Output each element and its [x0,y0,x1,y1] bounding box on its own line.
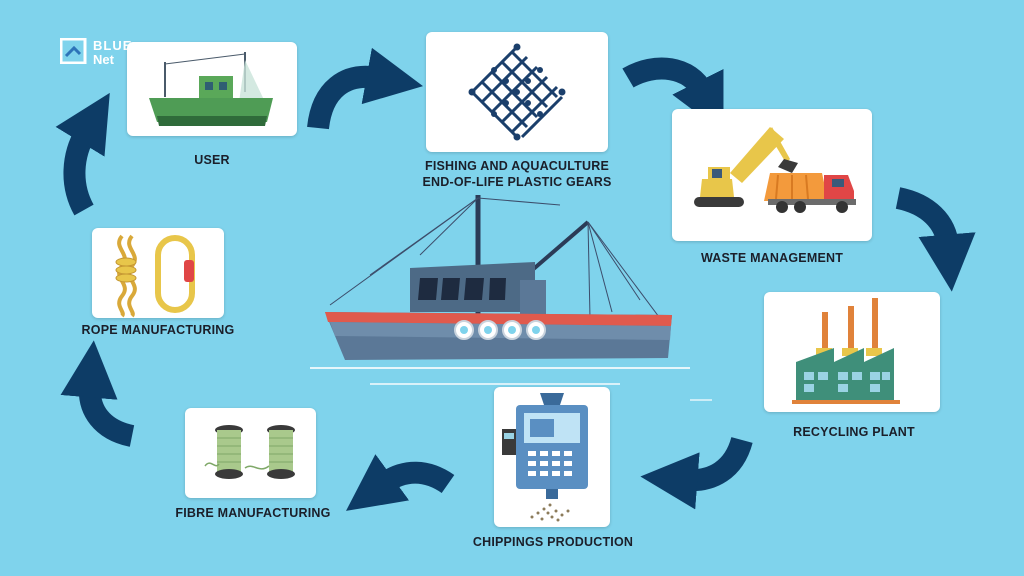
rope-carabiner-icon [115,234,195,318]
label-user: USER [194,153,230,167]
card-chippings-production [494,387,610,527]
label-fishing-line2: END-OF-LIFE PLASTIC GEARS [422,175,612,189]
fishing-net-icon [468,43,566,141]
arrow-user-to-fishing [307,47,424,130]
arrow-recycling-to-chippings [640,436,753,510]
label-rope-manufacturing: ROPE MANUFACTURING [81,323,235,337]
logo-icon [59,37,87,65]
shredder-machine-icon [502,393,588,522]
card-user [127,42,297,136]
card-rope-manufacturing [92,228,224,318]
card-waste-management [672,109,872,241]
label-recycling-plant: RECYCLING PLANT [793,425,915,439]
cycle-arrows [55,47,976,511]
fishing-boat-icon [149,52,273,126]
factory-icon [792,298,900,404]
label-fibre-manufacturing: FIBRE MANUFACTURING [175,506,331,520]
arrow-rope-to-user [55,92,110,216]
bluenet-logo: BLUE Net [59,37,140,68]
arrow-fishing-to-waste [622,57,724,133]
card-fishing-gear [426,32,608,152]
label-fishing-line1: FISHING AND AQUACULTURE [425,159,609,173]
thread-spools-icon [204,425,295,479]
arrow-chippings-to-fibre [345,454,455,511]
card-fibre-manufacturing [185,408,316,498]
logo-text-blue: BLUE [93,38,133,53]
label-chippings-production: CHIPPINGS PRODUCTION [472,535,634,549]
excavator-truck-icon [694,127,856,213]
logo-text-net: Net [93,52,114,67]
card-recycling-plant [764,292,940,412]
label-waste-management: WASTE MANAGEMENT [700,251,844,265]
central-ship-illustration [310,195,712,401]
arrow-fibre-to-rope [60,340,135,447]
arrow-waste-to-recycling [895,187,976,292]
